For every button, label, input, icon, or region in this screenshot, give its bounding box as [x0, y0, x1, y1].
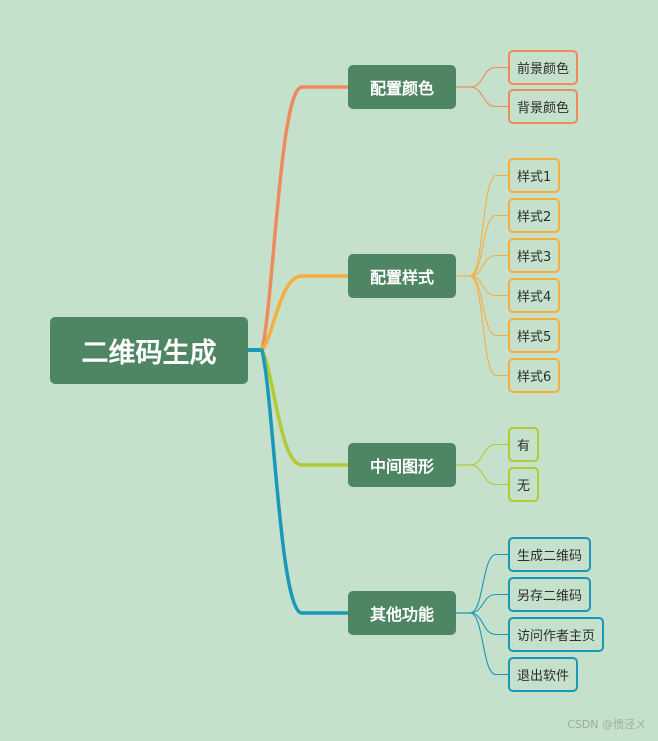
branch-to-leaf-connector-2-1 — [469, 464, 509, 486]
leaf-style-3[interactable]: 样式3 — [508, 238, 561, 273]
root-to-branch-connector-1 — [260, 274, 350, 352]
leaf-style-2[interactable]: 样式2 — [508, 198, 561, 233]
branch-to-leaf-connector-2-0 — [469, 443, 509, 466]
branch-to-leaf-connector-3-1 — [469, 593, 509, 614]
branch-config-style[interactable]: 配置样式 — [348, 254, 456, 298]
leaf-style-4[interactable]: 样式4 — [508, 278, 561, 313]
branch-to-leaf-connector-3-2 — [469, 612, 509, 636]
leaf-generate-qrcode[interactable]: 生成二维码 — [508, 537, 592, 572]
branch-to-leaf-connector-0-1 — [469, 86, 509, 108]
leaf-foreground-color[interactable]: 前景颜色 — [508, 50, 579, 85]
root-to-branch-connector-3 — [260, 348, 350, 615]
leaf-background-color[interactable]: 背景颜色 — [508, 89, 579, 124]
branch-to-leaf-connector-1-2 — [469, 254, 509, 277]
branch-to-leaf-connector-1-0 — [469, 174, 509, 277]
leaf-exit-software[interactable]: 退出软件 — [508, 657, 579, 692]
branch-to-leaf-connector-0-0 — [469, 66, 509, 88]
leaf-style-1[interactable]: 样式1 — [508, 158, 561, 193]
branch-to-leaf-connector-1-4 — [469, 275, 509, 337]
root-node[interactable]: 二维码生成 — [50, 317, 248, 384]
watermark: CSDN @惯泾ㄨ — [567, 718, 646, 731]
branch-center-graphic[interactable]: 中间图形 — [348, 443, 456, 487]
branch-to-leaf-connector-1-3 — [469, 275, 509, 297]
root-to-branch-connector-0 — [260, 85, 350, 352]
branch-to-leaf-connector-3-0 — [469, 553, 509, 614]
leaf-visit-author-page[interactable]: 访问作者主页 — [508, 617, 605, 652]
branch-config-color[interactable]: 配置颜色 — [348, 65, 456, 109]
branch-to-leaf-connector-1-1 — [469, 214, 509, 277]
leaf-style-5[interactable]: 样式5 — [508, 318, 561, 353]
root-to-branch-connector-2 — [260, 348, 350, 467]
branch-other-functions[interactable]: 其他功能 — [348, 591, 456, 635]
leaf-save-qrcode[interactable]: 另存二维码 — [508, 577, 592, 612]
leaf-no-graphic[interactable]: 无 — [508, 467, 540, 502]
leaf-has-graphic[interactable]: 有 — [508, 427, 540, 462]
branch-to-leaf-connector-3-3 — [469, 612, 509, 676]
branch-to-leaf-connector-1-5 — [469, 275, 509, 377]
leaf-style-6[interactable]: 样式6 — [508, 358, 561, 393]
